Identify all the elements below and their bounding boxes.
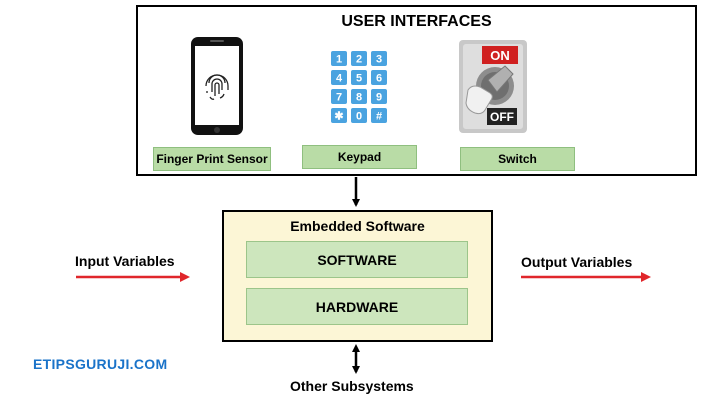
brand-watermark: ETIPSGURUJI.COM: [33, 356, 168, 372]
input-variables-label: Input Variables: [75, 253, 175, 269]
embedded-software-title: Embedded Software: [290, 218, 425, 234]
output-variables-label: Output Variables: [521, 254, 633, 270]
switch-label: Switch: [460, 147, 575, 171]
output-arrow: [521, 272, 651, 282]
keypad-label: Keypad: [302, 145, 417, 169]
user-interfaces-title: USER INTERFACES: [341, 13, 492, 30]
fingerprint-sensor-label: Finger Print Sensor: [153, 147, 271, 171]
input-arrow: [76, 272, 190, 282]
other-subsystems-label: Other Subsystems: [290, 378, 414, 394]
hardware-layer: HARDWARE: [246, 288, 468, 325]
software-layer: SOFTWARE: [246, 241, 468, 278]
